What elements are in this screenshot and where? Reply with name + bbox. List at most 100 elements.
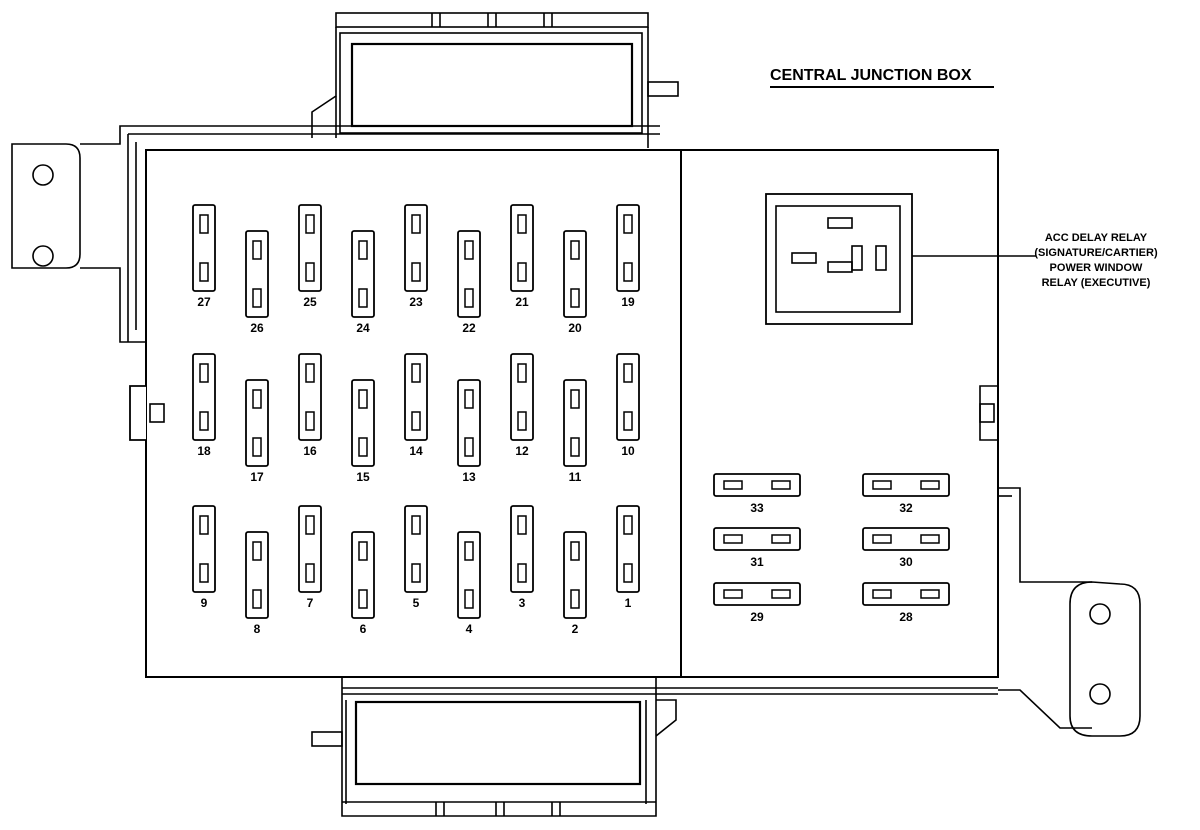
- fuse: 12: [510, 353, 534, 458]
- fuse: 26: [245, 230, 269, 335]
- fuse: 27: [192, 204, 216, 309]
- fuse-blade: [358, 541, 368, 561]
- fuse-blade: [517, 515, 527, 535]
- fuse: 25: [298, 204, 322, 309]
- fuse-blade: [771, 589, 791, 599]
- fuse-body: [510, 353, 534, 441]
- fuse: 22: [457, 230, 481, 335]
- fuse-number: 19: [621, 295, 635, 309]
- fuse-body: [457, 379, 481, 467]
- fuse-blade: [199, 411, 209, 431]
- fuse-blade: [411, 411, 421, 431]
- fuse-body: [616, 505, 640, 593]
- fuse-number: 4: [466, 622, 473, 636]
- fuse-body: [616, 204, 640, 292]
- fuse-number: 2: [572, 622, 579, 636]
- fuse-number: 21: [515, 295, 529, 309]
- fuse-blade: [570, 240, 580, 260]
- fuse: 6: [351, 531, 375, 636]
- fuse: 16: [298, 353, 322, 458]
- fuse-blade: [771, 480, 791, 490]
- fuse-blade: [464, 240, 474, 260]
- fuse-blade: [411, 214, 421, 234]
- relay-label-line-3: POWER WINDOW: [1050, 262, 1143, 274]
- mounting-hole-icon: [32, 164, 54, 186]
- relay-label-line-2: (SIGNATURE/CARTIER): [1034, 247, 1158, 259]
- fuse: 18: [192, 353, 216, 458]
- relay-label-line-1: ACC DELAY RELAY: [1045, 232, 1148, 244]
- diagram-title: CENTRAL JUNCTION BOX: [770, 67, 972, 84]
- fuse-body: [713, 527, 801, 551]
- fuse-body: [298, 505, 322, 593]
- fuse: 23: [404, 204, 428, 309]
- fuse-number: 20: [568, 321, 582, 335]
- fuse-blade: [464, 541, 474, 561]
- fuse: 14: [404, 353, 428, 458]
- fuse-body: [563, 531, 587, 619]
- fuse-number: 27: [197, 295, 211, 309]
- fuse-body: [351, 230, 375, 318]
- fuse-blade: [723, 480, 743, 490]
- fuse-number: 17: [250, 470, 264, 484]
- fuse-blade: [411, 262, 421, 282]
- fuse-blade: [358, 240, 368, 260]
- fuse-body: [192, 505, 216, 593]
- fuse-blade: [723, 589, 743, 599]
- fuse-number: 25: [303, 295, 317, 309]
- fuse-number: 8: [254, 622, 261, 636]
- fuse-number: 7: [307, 596, 314, 610]
- fuse: 29: [713, 582, 801, 624]
- fuse-blade: [517, 363, 527, 383]
- fuse-blade: [358, 288, 368, 308]
- fuse: 28: [862, 582, 950, 624]
- fuse-blade: [199, 515, 209, 535]
- fuse-blade: [411, 363, 421, 383]
- fuse-blade: [252, 240, 262, 260]
- fuse-body: [862, 473, 950, 497]
- fuse: 13: [457, 379, 481, 484]
- fuse-body: [192, 353, 216, 441]
- fuse-number: 23: [409, 295, 423, 309]
- fuse-blade: [252, 437, 262, 457]
- fuse-blade: [464, 589, 474, 609]
- fuse-blade: [623, 262, 633, 282]
- fuse-blade: [570, 389, 580, 409]
- fuse-body: [862, 582, 950, 606]
- fuse: 19: [616, 204, 640, 309]
- fuse-number: 18: [197, 444, 211, 458]
- fuse: 24: [351, 230, 375, 335]
- fuse: 9: [192, 505, 216, 610]
- fuse-blade: [358, 589, 368, 609]
- bottom-connector: [311, 677, 998, 817]
- fuse-body: [192, 204, 216, 292]
- fuse-number: 26: [250, 321, 264, 335]
- left-mounting-bracket: [11, 125, 660, 343]
- right-mounting-bracket: [998, 487, 1141, 737]
- fuse: 20: [563, 230, 587, 335]
- fuse-number: 28: [899, 610, 913, 624]
- fuse-blade: [305, 262, 315, 282]
- fuse-blade: [570, 589, 580, 609]
- fuse: 5: [404, 505, 428, 610]
- fuse-blade: [252, 389, 262, 409]
- fuse-number: 31: [750, 555, 764, 569]
- fuse-body: [298, 353, 322, 441]
- fuse-blade: [623, 214, 633, 234]
- fuse-blade: [517, 563, 527, 583]
- mounting-hole-icon: [1089, 603, 1111, 625]
- fuse-blade: [920, 480, 940, 490]
- fuse-number: 24: [356, 321, 370, 335]
- fuse-number: 33: [750, 501, 764, 515]
- fuse-number: 6: [360, 622, 367, 636]
- fuse-number: 1: [625, 596, 632, 610]
- fuse-body: [404, 353, 428, 441]
- fuse: 11: [563, 379, 587, 484]
- fuse-blade: [723, 534, 743, 544]
- fuse-blade: [411, 563, 421, 583]
- fuse-number: 5: [413, 596, 420, 610]
- fuse: 31: [713, 527, 801, 569]
- fuse: 17: [245, 379, 269, 484]
- fuse-body: [862, 527, 950, 551]
